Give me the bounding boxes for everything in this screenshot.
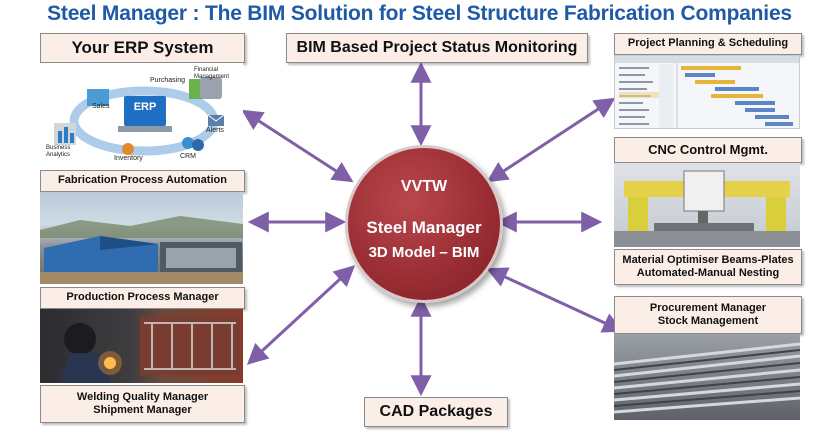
production-manager-label: Production Process Manager [40,287,245,309]
erp-hub-label: ERP [133,101,157,113]
steel-stock-photo [614,334,800,420]
hub-steel-manager: Steel Manager [366,218,482,237]
procurement-label: Procurement Manager Stock Management [614,296,802,334]
arrow-procurement [486,267,624,333]
erp-module-sales: Sales [92,103,110,110]
cnc-machine-photo [614,163,800,247]
arrow-planning [486,97,616,183]
erp-module-financial: Financial Management [194,67,230,80]
erp-module-purchasing: Purchasing [150,77,186,84]
diagram-title: Steel Manager : The BIM Solution for Ste… [47,2,792,25]
erp-module-inventory: Inventory [114,155,143,162]
steel-manager-hub: VVTW Steel Manager 3D Model – BIM [345,145,503,303]
fabrication-automation-label: Fabrication Process Automation [40,170,245,192]
hub-3d-model: 3D Model – BIM [368,244,480,261]
steel-beams-icon [614,342,800,414]
erp-module-analytics: Business Analytics [46,145,71,158]
hub-vvtw: VVTW [400,178,448,195]
erp-illustration: ERP Purchasing Financial Management Sale… [40,63,243,165]
welding-photo [40,309,243,383]
erp-cycle-icon [54,77,225,156]
fabrication-photo [40,192,243,284]
bim-monitoring-label: BIM Based Project Status Monitoring [286,33,588,63]
erp-module-alerts: Alerts [206,127,224,134]
gantt-screenshot [614,55,800,129]
cnc-control-label: CNC Control Mgmt. [614,137,802,163]
gantt-chart-icon [615,56,799,128]
erp-system-label: Your ERP System [40,33,245,63]
welder-icon [60,317,240,383]
arrow-production [246,265,356,365]
cnc-machine-icon [614,170,800,247]
welding-shipment-label: Welding Quality Manager Shipment Manager [40,385,245,423]
factory-building-icon [40,216,243,284]
project-planning-label: Project Planning & Scheduling [614,33,802,55]
erp-module-crm: CRM [180,153,196,160]
arrow-erp [241,109,354,183]
cad-packages-label: CAD Packages [364,397,508,427]
material-optimiser-label: Material Optimiser Beams-Plates Automate… [614,249,802,285]
